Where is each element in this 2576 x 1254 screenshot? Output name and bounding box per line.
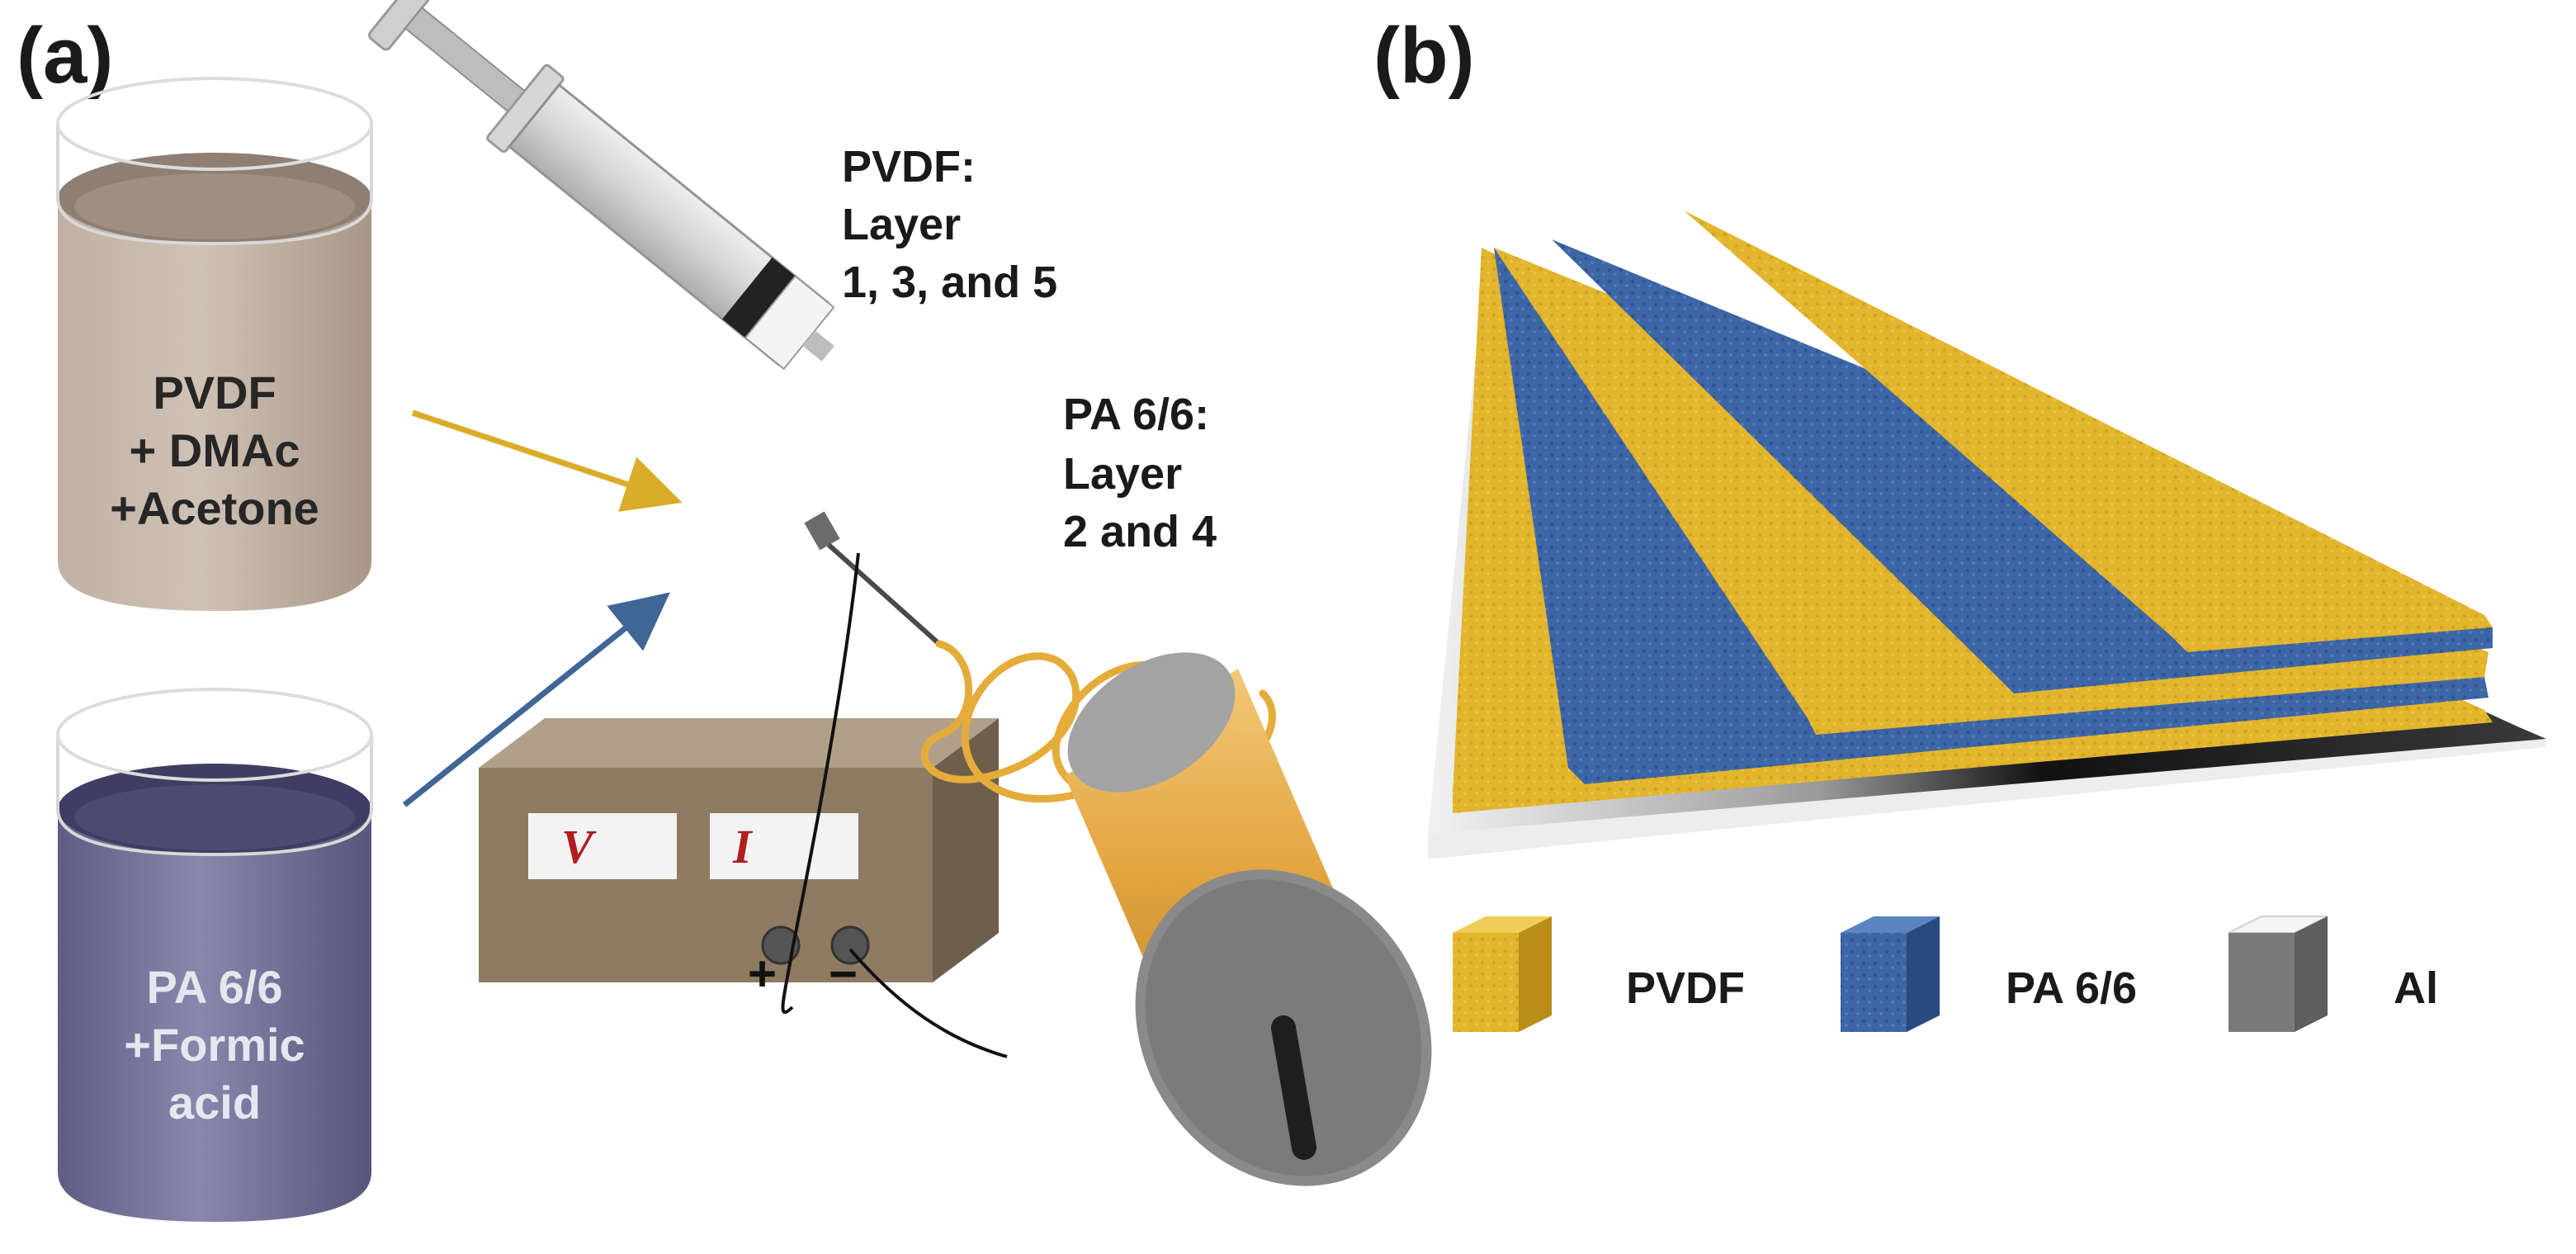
beaker-line: +Formic	[124, 1019, 305, 1071]
legend-item-pa: PA 6/6	[1841, 916, 2137, 1032]
beaker-line: acid	[168, 1077, 261, 1129]
drum-collector	[1042, 623, 1491, 1242]
current-display	[710, 813, 858, 879]
label-line: Layer	[842, 200, 961, 249]
voltage-display	[528, 813, 677, 879]
panel-label-a: (a)	[17, 12, 113, 100]
voltage-symbol: V	[561, 820, 597, 873]
pvdf-layer-label: PVDF: Layer 1, 3, and 5	[842, 142, 1057, 307]
pa-beaker: PA 6/6 +Formic acid	[58, 689, 371, 1222]
label-line: PA 6/6:	[1063, 390, 1209, 439]
current-symbol: I	[732, 820, 754, 873]
legend-item-al: Al	[2229, 916, 2438, 1032]
label-line: Layer	[1063, 449, 1182, 499]
beaker-line: PA 6/6	[147, 961, 283, 1013]
legend-label: PVDF	[1626, 963, 1745, 1013]
pa-layer-label: PA 6/6: Layer 2 and 4	[1063, 390, 1217, 556]
pvdf-beaker: PVDF + DMAc +Acetone	[58, 78, 371, 611]
legend-label: Al	[2394, 963, 2438, 1013]
beaker-line: PVDF	[153, 367, 276, 419]
legend: PVDF PA 6/6 Al	[1453, 916, 2438, 1032]
beaker-line: + DMAc	[130, 424, 300, 476]
label-line: PVDF:	[842, 142, 976, 192]
plus-sign: +	[748, 946, 777, 1001]
pvdf-feed-arrow	[413, 413, 660, 495]
label-line: 1, 3, and 5	[842, 258, 1057, 307]
power-supply: V I + −	[479, 718, 999, 1001]
legend-item-pvdf: PVDF	[1453, 916, 1745, 1032]
syringe	[364, 0, 858, 391]
label-line: 2 and 4	[1063, 507, 1217, 556]
legend-label: PA 6/6	[2006, 963, 2137, 1013]
needle	[804, 512, 939, 644]
beaker-line: +Acetone	[110, 482, 319, 534]
panel-label-b: (b)	[1373, 12, 1475, 100]
